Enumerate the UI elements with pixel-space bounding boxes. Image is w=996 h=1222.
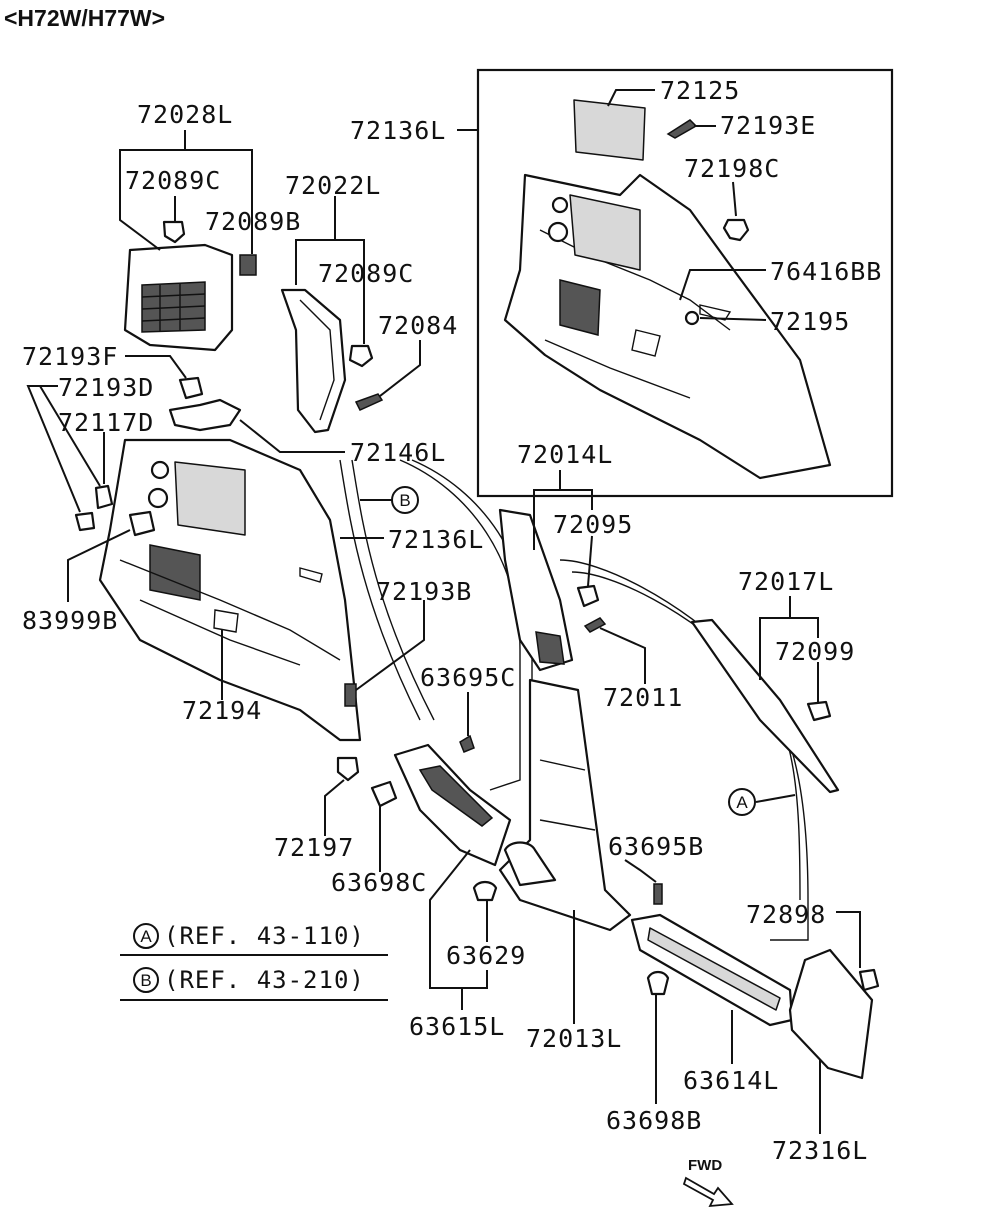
part-number-labels: 72125 72193E 72136L 72198C 76416BB 72195… <box>22 76 882 1165</box>
label-72013L: 72013L <box>526 1024 622 1053</box>
label-72028L: 72028L <box>137 100 233 129</box>
weatherstrip-a-line-1 <box>399 459 521 791</box>
label-63614L: 63614L <box>683 1066 779 1095</box>
ref-b-letter: B <box>140 971 151 990</box>
reference-note-a: A (REF. 43-110) <box>133 922 365 950</box>
label-72198C: 72198C <box>684 154 780 183</box>
clip-63695C-icon <box>459 734 475 753</box>
label-72193E: 72193E <box>720 111 816 140</box>
part-72316L-cowl-side <box>788 948 874 1080</box>
part-72028L-vent-cover <box>123 243 234 352</box>
label-72193F: 72193F <box>22 342 118 371</box>
label-72017L: 72017L <box>738 567 834 596</box>
diagram-title: <H72W/H77W> <box>4 5 165 31</box>
screw-72193B-icon <box>344 683 357 707</box>
label-72898: 72898 <box>746 900 826 929</box>
screw-72011-icon <box>583 617 607 633</box>
clip-63698B-icon <box>646 970 670 996</box>
clip-72089C-b-icon <box>348 344 374 368</box>
part-72146L-bracket <box>168 398 242 432</box>
clip-72193F-icon <box>178 376 204 400</box>
part-72125-shape <box>573 99 646 161</box>
clip-72089C-icon <box>162 220 186 244</box>
label-72117D: 72117D <box>58 408 154 437</box>
label-72011: 72011 <box>603 683 683 712</box>
label-72194: 72194 <box>182 696 262 725</box>
fwd-label: FWD <box>688 1157 722 1174</box>
label-63698C: 63698C <box>331 868 427 897</box>
ref-b-text: (REF. 43-210) <box>164 966 365 994</box>
label-72193B: 72193B <box>376 577 472 606</box>
label-72195: 72195 <box>770 307 850 336</box>
clip-72898-icon <box>858 968 880 992</box>
label-72089C-a: 72089C <box>125 166 221 195</box>
label-72136L: 72136L <box>388 525 484 554</box>
clip-72197-icon <box>336 756 360 782</box>
label-72197: 72197 <box>274 833 354 862</box>
callout-b-letter: B <box>399 491 410 510</box>
label-63695B: 63695B <box>608 832 704 861</box>
label-76416BB: 76416BB <box>770 257 882 286</box>
part-72022L-pillar-trim <box>280 288 347 434</box>
label-63698B: 63698B <box>606 1106 702 1135</box>
label-72316L: 72316L <box>772 1136 868 1165</box>
callout-b: B <box>391 486 419 514</box>
inset-vent-grille-shape <box>559 279 601 336</box>
label-72022L: 72022L <box>285 171 381 200</box>
label-72014L: 72014L <box>517 440 613 469</box>
clip-63629-icon <box>472 880 498 902</box>
ref-a-text: (REF. 43-110) <box>164 922 365 950</box>
clip-72198C-icon <box>722 218 750 242</box>
fwd-arrow-icon <box>682 1176 734 1208</box>
clip-72095-icon <box>576 584 600 608</box>
label-63629: 63629 <box>446 941 526 970</box>
label-72125: 72125 <box>660 76 740 105</box>
label-72084: 72084 <box>378 311 458 340</box>
fwd-direction-indicator: FWD <box>682 1157 734 1208</box>
clip-72099-icon <box>806 700 832 722</box>
part-72136L-quarter-trim <box>98 438 362 742</box>
label-72089C-b: 72089C <box>318 259 414 288</box>
screw-72084-icon <box>354 393 384 411</box>
part-83999B-icon <box>128 510 156 537</box>
callout-a-letter: A <box>736 793 748 812</box>
ref-a-letter: A <box>140 927 152 946</box>
clip-63695B-icon <box>653 883 663 905</box>
weatherstrip-b-line-1 <box>339 459 421 721</box>
inset-detail-box <box>476 68 894 498</box>
label-72089B: 72089B <box>205 207 301 236</box>
label-83999B: 83999B <box>22 606 118 635</box>
label-63615L: 63615L <box>409 1012 505 1041</box>
label-72146L: 72146L <box>350 438 446 467</box>
clip-72193D-icon <box>74 511 96 532</box>
label-72095: 72095 <box>553 510 633 539</box>
part-72017L-front-pillar <box>690 618 840 794</box>
clip-63698C-icon <box>370 780 398 808</box>
clip-72117D-icon <box>94 484 114 510</box>
callout-a: A <box>728 788 756 816</box>
screw-72193E-icon <box>666 119 698 139</box>
reference-note-b: B (REF. 43-210) <box>133 966 365 994</box>
label-63695C: 63695C <box>420 663 516 692</box>
label-72193D: 72193D <box>58 373 154 402</box>
label-72099: 72099 <box>775 637 855 666</box>
leader-lines <box>26 89 861 1134</box>
clip-72089B-icon <box>239 254 257 276</box>
label-72136L-inset: 72136L <box>350 116 446 145</box>
